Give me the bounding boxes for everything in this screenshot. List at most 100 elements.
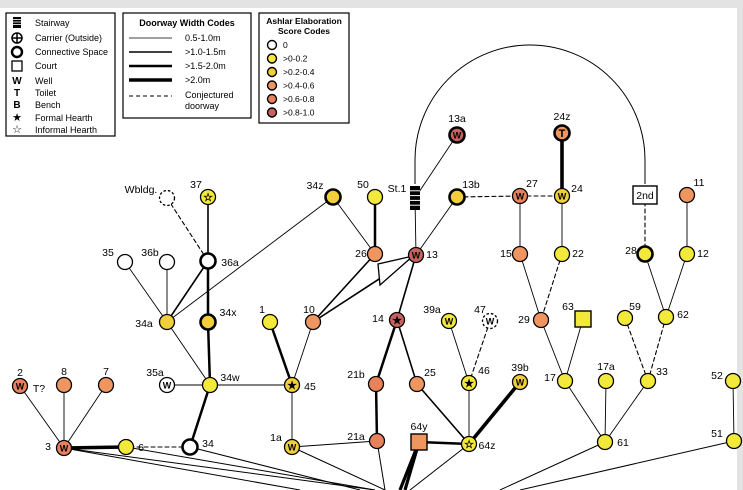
space-node: [199, 313, 217, 331]
node-label: 36a: [221, 257, 239, 269]
doorway-edge-offpage: [189, 446, 361, 490]
space-node: [511, 245, 529, 263]
space-node: [11, 377, 29, 395]
doorway-edge: [416, 383, 470, 445]
node-label: St.1: [388, 183, 407, 195]
doorway-edge: [415, 196, 458, 256]
legend-ashlar-title: Ashlar Elaboration: [266, 16, 342, 26]
space-node: [725, 432, 743, 450]
well-icon: W: [516, 378, 525, 388]
doorway-edge: [647, 316, 667, 382]
space-node: [116, 253, 134, 271]
well-icon: W: [558, 192, 567, 202]
doorway-edge: [665, 253, 688, 318]
node-label: 14: [372, 313, 384, 325]
space-node: [481, 312, 499, 330]
court-icon: [410, 433, 428, 451]
scan-border-top: [0, 0, 743, 8]
space-node: [261, 313, 279, 331]
node-label: 10: [303, 304, 315, 316]
space-node: [616, 309, 634, 327]
ashlar-swatch: [266, 39, 278, 51]
node-label: 50: [357, 179, 369, 191]
ashlar-score-label: >0.2-0.4: [283, 67, 315, 77]
space-node: [408, 375, 426, 393]
node-2: W2: [11, 367, 29, 395]
node-35a: W 35a: [146, 367, 176, 394]
node-label: 64y: [411, 421, 429, 433]
node-22: 22: [553, 245, 584, 263]
space-node: [636, 245, 654, 263]
legend-symbol-label: Formal Hearth: [35, 113, 93, 123]
space-node: [657, 308, 675, 326]
doorway-edge: [414, 134, 458, 199]
node-34a: 34a: [135, 313, 176, 331]
node-label: 28: [625, 245, 637, 257]
node-27: W27: [511, 178, 538, 205]
node-label: 24z: [554, 111, 571, 123]
node-label: 7: [103, 366, 109, 378]
node-label: 34x: [220, 307, 238, 319]
node-34: 34: [181, 438, 214, 456]
node-34x: 34x: [199, 307, 238, 331]
toilet-icon: T: [14, 88, 20, 99]
doorway-edge: [206, 320, 212, 387]
node-14: ★ 14: [372, 311, 406, 329]
node-label: 35a: [146, 367, 164, 379]
doorway-edge-offpage: [63, 447, 376, 490]
well-icon: W: [412, 251, 421, 261]
node-6: 6: [117, 438, 144, 456]
node-36b: 36b: [141, 247, 176, 271]
node-label: 17a: [597, 361, 615, 373]
space-node: [724, 372, 742, 390]
node-29: 29: [518, 311, 550, 329]
node-label: 17: [544, 372, 556, 384]
legend-doorway: Doorway Width Codes 0.5-1.0m >1.0-1.5m >…: [129, 18, 235, 111]
doorway-edge: [63, 384, 107, 449]
node-label: 24: [571, 183, 583, 195]
informal-hearth-icon: ☆: [12, 124, 22, 136]
ashlar-swatch: [266, 93, 278, 105]
node-label: 34z: [307, 180, 324, 192]
formal-hearth-icon: ★: [287, 380, 297, 392]
node-21a: 21a: [347, 431, 386, 450]
court-icon: [11, 60, 23, 72]
space-node: [448, 126, 466, 144]
node-label: 47: [474, 304, 486, 316]
legend-symbol-label: Toilet: [35, 88, 57, 98]
well-icon: W: [12, 76, 22, 87]
node-59: 59: [616, 301, 641, 327]
node-label: 22: [572, 248, 584, 260]
court-icon: [574, 310, 592, 328]
node-11: 11: [678, 177, 705, 204]
legend-symbol-label: Well: [35, 76, 52, 86]
legend-symbol-label: Connective Space: [35, 47, 108, 57]
legend-layer: Stairway Carrier (Outside) Connective Sp…: [5, 12, 350, 137]
well-icon: W: [453, 131, 462, 141]
space-node: [511, 187, 529, 205]
node-label: 45: [304, 381, 316, 393]
formal-hearth-icon: ★: [392, 315, 402, 327]
doorway-edge-offpage: [499, 441, 606, 490]
space-node: [283, 376, 301, 394]
ashlar-score-label: 0: [283, 40, 288, 50]
well-icon: W: [163, 381, 172, 391]
doorway-edge: [166, 196, 334, 323]
node-36a: 36a: [199, 252, 239, 270]
doorway-edge: [124, 261, 168, 323]
node-label: 13: [426, 249, 438, 261]
node-label: 52: [711, 370, 723, 382]
node-33: 33: [639, 366, 668, 390]
node-label: 3: [45, 441, 51, 453]
space-node: [304, 313, 322, 331]
well-icon: W: [16, 382, 25, 392]
legend-ashlar: Ashlar Elaboration Score Codes 0>0-0.2>0…: [266, 16, 342, 118]
doorway-edge: [312, 253, 376, 323]
node-24: W 24: [553, 183, 583, 205]
node-61: 61: [596, 433, 629, 451]
ashlar-score-label: >0.4-0.6: [283, 81, 315, 91]
node-label: 2: [17, 367, 23, 379]
connective-space-icon: [10, 45, 24, 59]
